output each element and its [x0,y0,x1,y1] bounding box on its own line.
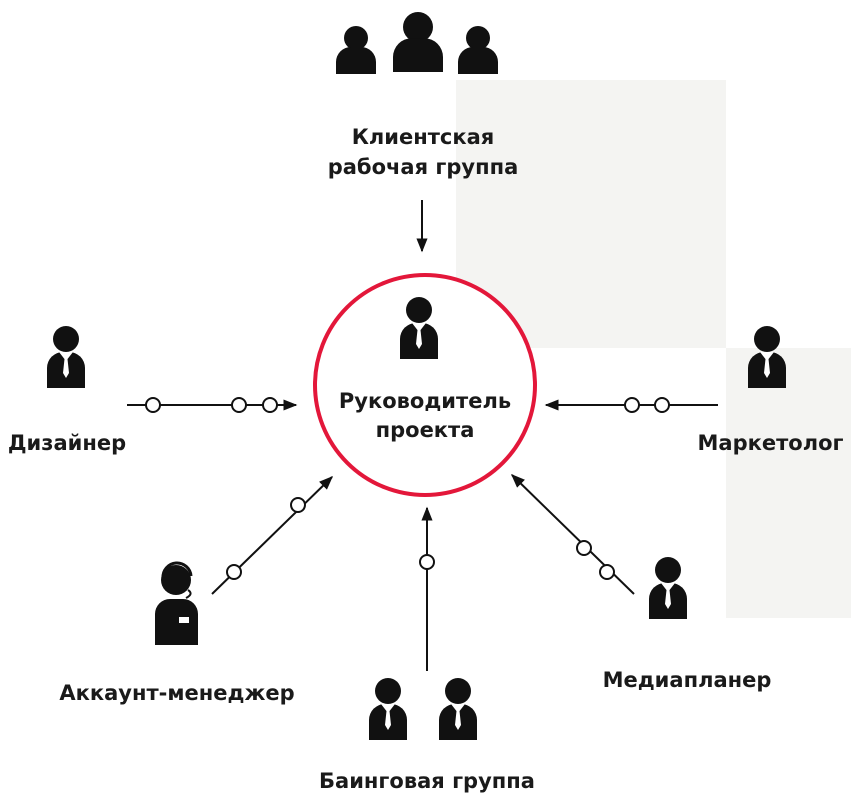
marketer-label: Маркетолог [697,431,844,455]
center-label-line2: проекта [375,418,475,442]
mediaplanner-icon [649,557,687,619]
account-manager-label: Аккаунт-менеджер [59,681,295,705]
client-group-label-line2: рабочая группа [327,155,519,179]
center-label-line1: Руководитель [338,389,512,413]
group-icon [336,12,498,74]
two-people-icon [369,678,477,740]
marketer-icon [748,326,786,388]
connector-mediaplanner [510,474,635,595]
center-ring [313,273,537,497]
headset-person-icon [155,561,198,645]
connector-buying [419,506,435,671]
designer-label: Дизайнер [7,431,127,455]
connector-marketer [544,397,718,413]
designer-icon [47,326,85,388]
mediaplanner-label: Медиапланер [602,668,772,692]
connector-designer [127,397,298,413]
client-group-label-line1: Клиентская [351,125,495,149]
center-label: Руководитель проекта [315,387,535,445]
background-panel-lower [726,348,851,618]
connector-account [211,476,334,595]
buying-group-label: Баинговая группа [319,769,535,793]
client-group-label: Клиентская рабочая группа [300,122,546,182]
